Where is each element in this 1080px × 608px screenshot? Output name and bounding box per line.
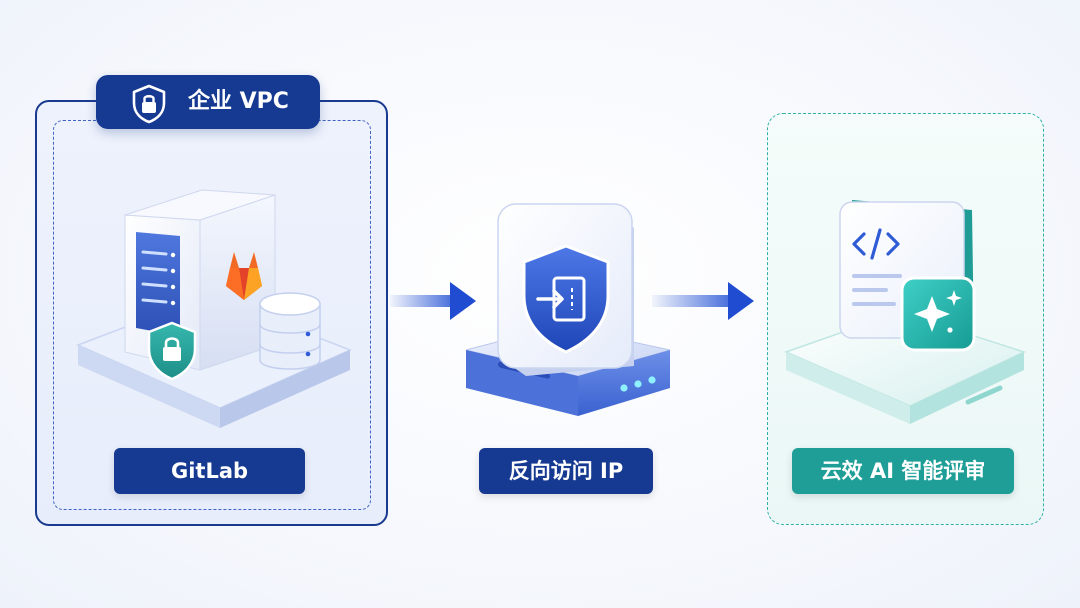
- arrow-right-icon: [652, 278, 758, 324]
- shield-lock-icon: [128, 83, 170, 125]
- reverse-ip-label: 反向访问 IP: [479, 448, 653, 494]
- reverse-ip-gateway-illustration: [458, 198, 678, 428]
- gitlab-label: GitLab: [114, 448, 305, 494]
- ai-review-label: 云效 AI 智能评审: [792, 448, 1014, 494]
- code-icon: [852, 228, 900, 260]
- ai-review-illustration: [782, 192, 1030, 440]
- arrow-right-icon: [390, 278, 480, 324]
- gitlab-server-illustration: [70, 160, 360, 440]
- vpc-title: 企业 VPC: [188, 89, 289, 114]
